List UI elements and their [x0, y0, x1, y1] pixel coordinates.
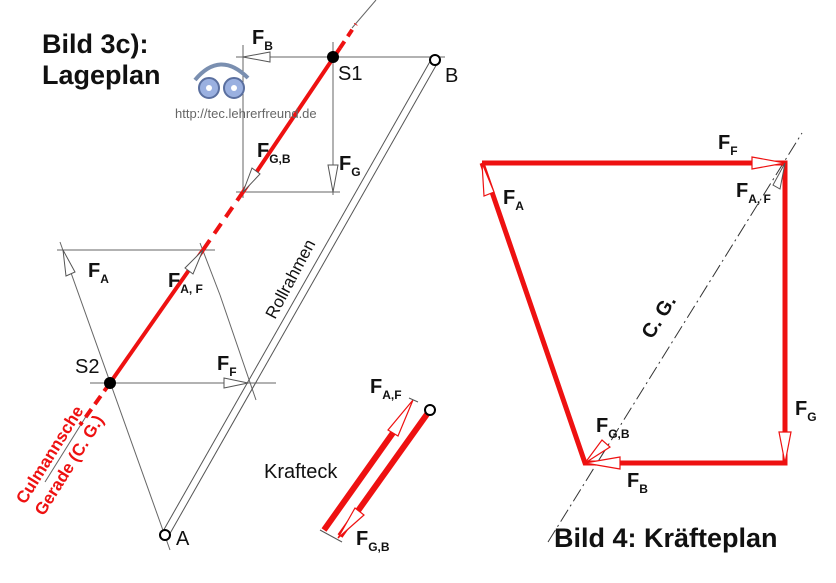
krafteck-label-faf: FA,F [370, 376, 402, 402]
culmann-label: Culmannsche Gerade (C. G.) [12, 403, 107, 519]
label-rollrahmen: Rollrahmen [262, 236, 320, 322]
plan-label-faf: FA, F [736, 180, 771, 206]
cg-line [547, 132, 803, 543]
plan-arrow-fa [481, 162, 495, 197]
krafteck-arrow-fgb [337, 507, 365, 539]
label-faf: FA, F [168, 270, 203, 296]
plan-arrow-fg [778, 431, 792, 464]
label-fb: FB [252, 27, 273, 53]
label-b: B [445, 65, 458, 87]
lageplan-title-line1: Bild 3c): [42, 29, 149, 59]
label-fa: FA [88, 260, 109, 286]
rollrahmen-frame [161, 57, 439, 538]
plan-arrow-fgb [584, 439, 611, 464]
plan-label-fb: FB [627, 470, 648, 496]
arrow-fb [242, 51, 271, 63]
lageplan-title-line2: Lageplan [42, 60, 161, 90]
plan-label-fa: FA [503, 187, 524, 213]
label-ff: FF [217, 353, 237, 379]
krafteck-label-fgb: FG,B [356, 528, 390, 554]
krafteck-tick-bottom [319, 529, 343, 543]
arrow-faf [184, 249, 204, 275]
point-s1 [327, 51, 339, 63]
label-s1: S1 [338, 63, 362, 85]
arrow-fgb [242, 167, 261, 193]
label-fg: FG [339, 153, 361, 179]
label-s2: S2 [75, 356, 99, 378]
watermark-logo [193, 62, 250, 99]
arrow-ff [223, 377, 249, 389]
plan-arrow-faf [772, 162, 786, 190]
point-s2 [104, 377, 116, 389]
plan-label-fg: FG [795, 398, 817, 424]
plan-arrow-ff [751, 156, 786, 170]
point-b [429, 54, 441, 66]
watermark-url: http://tec.lehrerfreund.de [175, 106, 317, 121]
label-fgb: FG,B [257, 140, 291, 166]
krafteck-tick-top [408, 397, 419, 403]
plan-arrow-fb [584, 456, 621, 470]
plan-label-fgb: FG,B [596, 415, 630, 441]
kraefteplan-polygon [479, 160, 788, 466]
arrow-fg [327, 164, 339, 193]
krafteck-point [424, 404, 436, 416]
arrow-fa [62, 249, 76, 277]
label-krafteck: Krafteck [264, 461, 338, 483]
krafteck-arrow-faf [387, 399, 414, 437]
kraefteplan-title: Bild 4: Kräfteplan [554, 523, 778, 553]
plan-label-ff: FF [718, 132, 738, 158]
culmann-line [78, 22, 358, 427]
label-a: A [176, 528, 190, 550]
lageplan-title: Bild 3c): Lageplan [42, 29, 161, 91]
krafteck-lines [321, 408, 433, 538]
plan-label-cg: C. G. [638, 291, 681, 342]
point-a [159, 529, 171, 541]
